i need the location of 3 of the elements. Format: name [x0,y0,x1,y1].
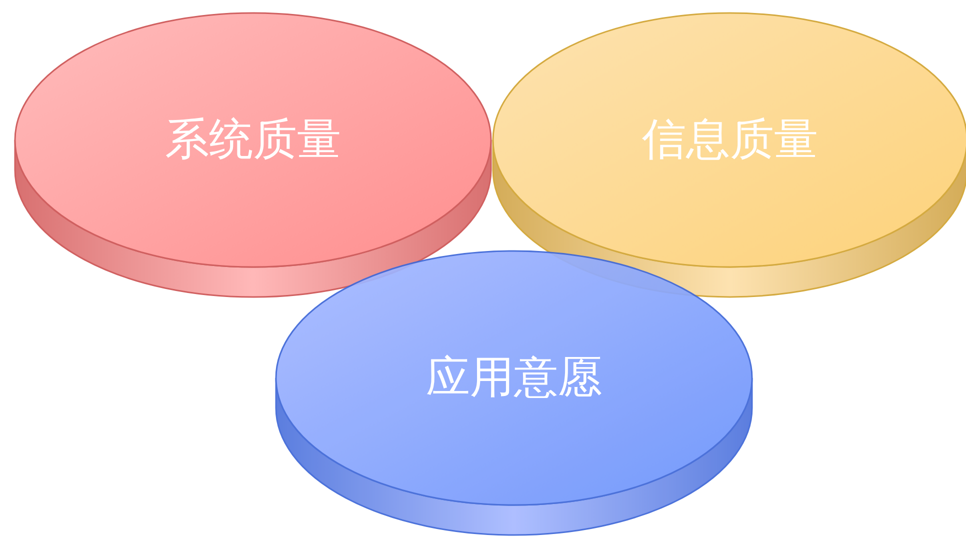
disc-label: 应用意愿 [426,354,602,402]
disc-label: 系统质量 [165,116,341,164]
disc-label: 信息质量 [642,116,818,164]
